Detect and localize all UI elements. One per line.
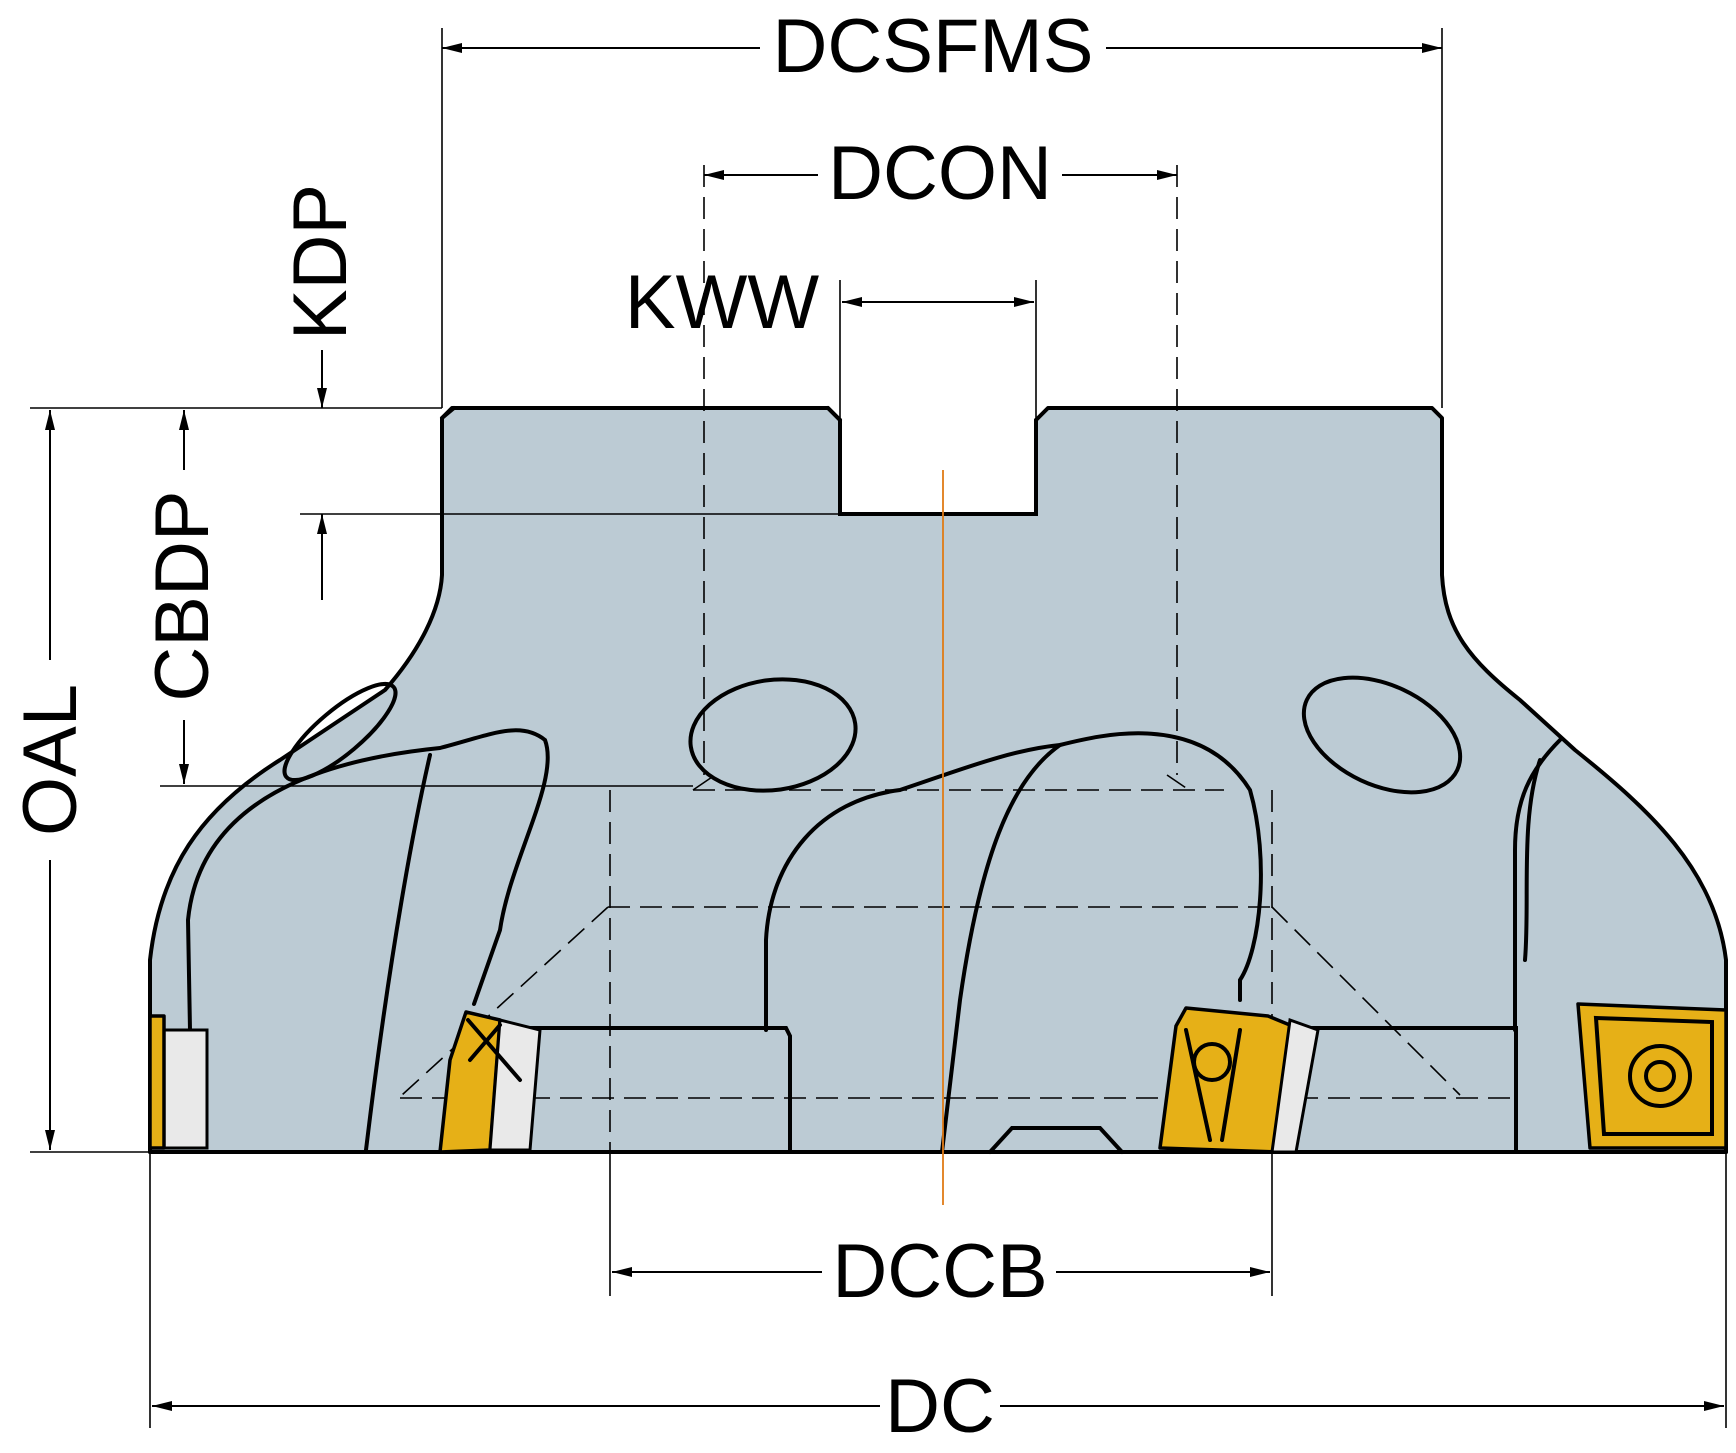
coolant-hole-left [282,681,398,783]
dcsfms-label: DCSFMS [773,4,1094,89]
relief-left-slope [401,906,609,1096]
insert-right-screw-head [1644,1060,1676,1092]
kww-label: KWW [625,260,819,345]
base-step-right [1308,1026,1518,1154]
hidden-lines [400,165,1516,1152]
bore-chamfer-right [1166,774,1190,791]
insert-right-inner [1593,1015,1714,1136]
coolant-hole-center [688,677,858,793]
insert-2 [438,1010,502,1154]
cbdp-label: CBDP [140,490,225,701]
bore-chamfer-left [692,774,716,791]
insert-2-wiper [488,1018,542,1152]
top-chamfer-left [440,406,842,422]
dcon-label: DCON [828,131,1052,216]
flute-1 [185,728,550,1032]
insert-2-edge [466,1018,522,1082]
dimensions: DCSFMS DCON KWW KDP CBDP OAL DCCB [8,4,1727,1449]
cutter-body [148,406,1728,1154]
cutter-body-outline [148,406,1728,1154]
inserts [148,1002,1728,1154]
kdp-label: KDP [278,184,363,340]
insert-left [148,1014,166,1150]
flute-3 [1513,738,1562,1032]
dc-label: DC [885,1364,995,1449]
flute-1-edge [364,753,432,1152]
base-step-left [502,1026,792,1154]
insert-right [1576,1002,1728,1150]
insert-right-screw [1628,1044,1692,1108]
oal-label: OAL [8,684,93,836]
base-recess [988,1126,1124,1154]
coolant-hole-right [1301,675,1463,795]
insert-3-wiper [1270,1017,1320,1154]
dccb-label: DCCB [832,1229,1047,1314]
flute-3-edge [1523,758,1542,962]
drive-slot [838,418,1038,516]
insert-3-chipbreaker [1184,1028,1242,1142]
relief-right-slope [1271,906,1461,1096]
flute-2-edge [940,743,1062,1154]
